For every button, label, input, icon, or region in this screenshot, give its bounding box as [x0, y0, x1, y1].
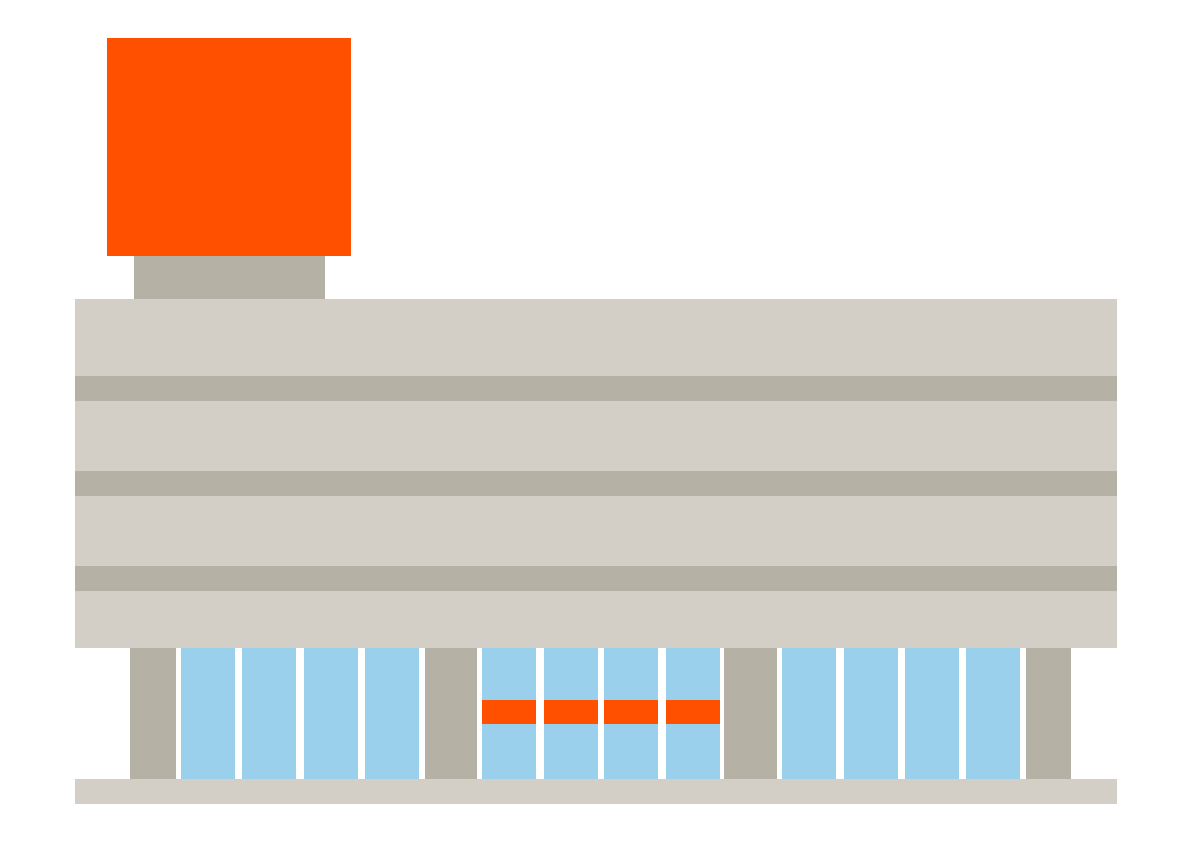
facade-band-3: [75, 566, 1117, 591]
window-pane: [782, 648, 836, 779]
pillar: [724, 648, 777, 779]
pillar: [425, 648, 477, 779]
window-pane: [966, 648, 1020, 779]
window-pane: [304, 648, 358, 779]
window-pane: [905, 648, 959, 779]
pillar: [1026, 648, 1071, 779]
window-pane: [365, 648, 419, 779]
entrance-stripe: [666, 700, 720, 724]
window-pane: [181, 648, 235, 779]
entrance-stripe: [604, 700, 658, 724]
facade-band-2: [75, 471, 1117, 496]
facade-band-1: [75, 376, 1117, 401]
entrance-stripe: [482, 700, 536, 724]
window-pane: [844, 648, 898, 779]
sign-panel: [107, 38, 351, 256]
sign-post: [134, 256, 325, 299]
base-slab: [75, 779, 1117, 804]
window-pane: [242, 648, 296, 779]
entrance-stripe: [544, 700, 598, 724]
pillar: [130, 648, 176, 779]
